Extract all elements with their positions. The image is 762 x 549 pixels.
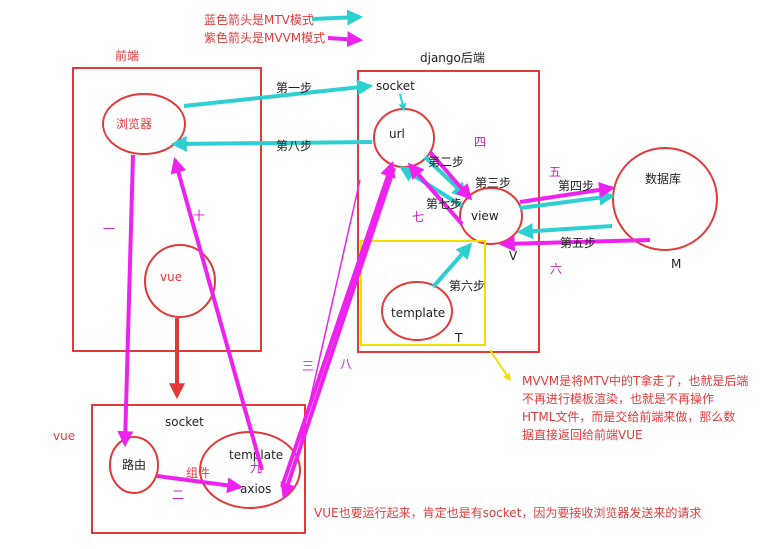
step7-label: 第七步 — [426, 197, 462, 211]
arrow-step6 — [431, 242, 473, 289]
arrow-step8 — [170, 135, 373, 152]
step2-label: 第二步 — [428, 155, 464, 169]
vue-socket-label: socket — [165, 415, 204, 429]
note-line-2: 不再进行模板渲染，也就是不再操作 — [522, 391, 714, 406]
vue-note: VUE也要运行起来，肯定也是有socket，因为要接收浏览器发送来的请求 — [314, 505, 701, 520]
database-m-label: M — [671, 257, 681, 271]
mvvm-step-labels: 一 二 三 四 五 六 七 八 九 十 — [103, 135, 562, 502]
arrow-note-pointer — [489, 349, 511, 382]
arrow-mvvm-7 — [407, 162, 464, 226]
mvvm-seven-label: 七 — [412, 210, 424, 224]
legend-purple-arrow — [327, 31, 364, 48]
arrow-mvvm-4 — [428, 150, 473, 201]
mvvm-three-label: 三 — [302, 359, 314, 373]
legend-blue-arrow — [311, 9, 364, 26]
vue-label: vue — [160, 270, 182, 284]
template-node — [381, 281, 453, 341]
database-label: 数据库 — [645, 171, 681, 186]
url-label: url — [389, 127, 405, 141]
mvvm-two-label: 二 — [172, 488, 184, 502]
arrow-mvvm-3 — [280, 160, 396, 488]
browser-label: 浏览器 — [116, 116, 152, 131]
note-line-4: 据直接返回给前端VUE — [522, 427, 643, 442]
vue-node — [144, 244, 216, 318]
frontend-group: 前端 浏览器 vue — [72, 48, 262, 352]
legend-purple-label: 紫色箭头是MVVM模式 — [204, 30, 325, 45]
mtv-arrows — [170, 79, 616, 289]
arrow-mvvm-9 — [170, 156, 264, 471]
django-box — [357, 70, 540, 353]
arrow-mvvm-1 — [117, 154, 135, 448]
router-label: 路由 — [122, 457, 146, 472]
arrow-mvvm-8 — [280, 167, 396, 500]
vue-side-label: vue — [53, 429, 75, 443]
step1-label: 第一步 — [276, 81, 312, 95]
frontend-title: 前端 — [115, 48, 139, 63]
router-node — [109, 436, 159, 494]
socket-label: socket — [376, 79, 415, 93]
mvvm-note: MVVM是将MTV中的T拿走了，也就是后端 不再进行模板渲染，也就是不再操作 H… — [522, 373, 748, 442]
mvvm-eight-label: 八 — [340, 357, 352, 371]
step5-label: 第五步 — [560, 236, 596, 250]
mvvm-arrows — [117, 150, 651, 500]
view-v-label: V — [509, 249, 518, 263]
view-node — [459, 187, 523, 245]
mvvm-five-label: 五 — [549, 165, 561, 179]
vue-box — [91, 404, 306, 534]
note-line-3: HTML文件，而是交给前端来做，那么数 — [522, 409, 735, 424]
django-title: django后端 — [420, 51, 485, 65]
arrow-step1 — [183, 79, 374, 108]
step6-label: 第六步 — [449, 279, 485, 293]
database-group: 数据库 M — [612, 147, 718, 271]
django-group: django后端 socket url view V template T — [357, 51, 540, 353]
template-highlight-box — [360, 240, 486, 346]
vue-group: vue socket 路由 template axios 组件 — [53, 404, 306, 534]
legend-blue-label: 蓝色箭头是MTV模式 — [204, 12, 314, 27]
arrow-mvvm-5 — [519, 182, 616, 204]
template-t-label: T — [454, 331, 463, 345]
mtv-step-labels: 第一步 第二步 第三步 第四步 第五步 第六步 第七步 第八步 — [276, 81, 596, 293]
arrow-step5 — [516, 223, 613, 240]
arrow-socket-url — [398, 93, 407, 112]
mvvm-one-label: 一 — [103, 222, 115, 236]
arrow-step4 — [519, 189, 616, 210]
axios-label: axios — [240, 482, 271, 496]
component-label: 组件 — [186, 466, 210, 480]
arrow-mvvm-thin — [299, 179, 361, 446]
step3-label: 第三步 — [475, 176, 511, 190]
mvvm-six-label: 六 — [550, 262, 562, 276]
browser-node — [102, 93, 186, 155]
frontend-box — [72, 67, 262, 352]
step8-label: 第八步 — [276, 139, 312, 153]
template-label: template — [391, 306, 445, 320]
mvvm-four-label: 四 — [474, 135, 486, 149]
step4-label: 第四步 — [558, 179, 594, 193]
arrow-mvvm-2 — [156, 474, 244, 494]
arrow-mvvm-6 — [498, 235, 651, 252]
legend: 蓝色箭头是MTV模式 紫色箭头是MVVM模式 — [204, 9, 364, 48]
note-line-1: MVVM是将MTV中的T拿走了，也就是后端 — [522, 373, 748, 388]
mvvm-ten-label: 十 — [193, 209, 205, 223]
database-node — [612, 147, 718, 251]
view-label: view — [471, 209, 499, 223]
mvvm-nine-label: 九 — [250, 461, 262, 475]
